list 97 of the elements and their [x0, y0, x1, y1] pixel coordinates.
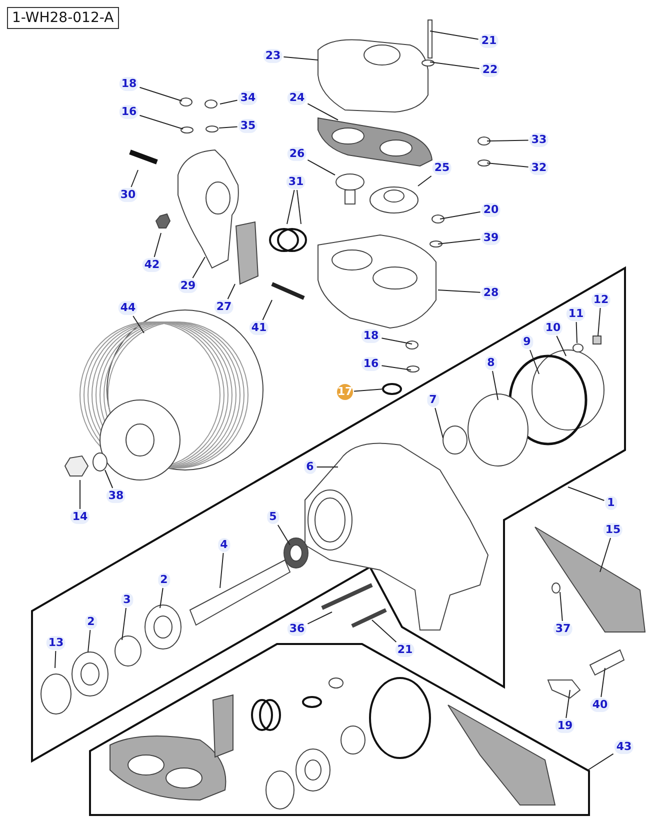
leader-line: [418, 176, 432, 186]
leader-line: [218, 126, 238, 128]
leader-line: [277, 524, 290, 546]
leader-line: [139, 114, 184, 130]
leader-line: [130, 170, 138, 188]
callout-number: 11: [566, 307, 586, 321]
leader-line: [154, 232, 162, 258]
leader-line: [598, 308, 601, 336]
callout-number: 24: [287, 91, 307, 105]
callout-number: 38: [106, 489, 126, 503]
leader-line: [434, 408, 444, 438]
leader-line: [139, 86, 182, 102]
drawing-number: 1-WH28-012-A: [7, 7, 119, 29]
callout-number: 23: [263, 49, 283, 63]
leader-line: [430, 62, 480, 70]
leader-line: [600, 668, 606, 698]
callout-number: 25: [432, 161, 452, 175]
callout-number: 21: [395, 643, 415, 657]
callout-number: 39: [481, 231, 501, 245]
callout-number: 32: [529, 161, 549, 175]
callout-number: 43: [614, 740, 634, 754]
callout-number: 40: [590, 698, 610, 712]
callout-number: 41: [249, 321, 269, 335]
callout-number: 29: [178, 279, 198, 293]
callout-number: 22: [480, 63, 500, 77]
leader-line: [381, 338, 412, 344]
callout-number: 42: [142, 258, 162, 272]
callout-number: 7: [427, 393, 439, 407]
leader-line: [440, 211, 481, 220]
callout-number: 3: [121, 593, 133, 607]
callout-number: 28: [481, 286, 501, 300]
callout-number: 14: [70, 510, 90, 524]
leader-line: [430, 30, 479, 40]
callout-number: 19: [555, 719, 575, 733]
callout-number: 16: [119, 105, 139, 119]
callout-number: 34: [238, 91, 258, 105]
leader-line: [307, 103, 338, 120]
callout-number: 36: [287, 622, 307, 636]
leader-line: [88, 630, 91, 652]
leader-line: [372, 620, 397, 642]
callout-number: 21: [479, 34, 499, 48]
leader-line: [486, 162, 529, 168]
leader-line: [492, 370, 498, 400]
leader-line: [438, 238, 481, 244]
callout-number: 26: [287, 147, 307, 161]
callout-number: 6: [304, 460, 316, 474]
leader-line: [132, 316, 144, 334]
callout-number: 8: [485, 356, 497, 370]
leader-line: [307, 612, 332, 624]
leader-line: [568, 486, 605, 501]
callout-number: 33: [529, 133, 549, 147]
leader-line: [354, 388, 384, 392]
callout-number: 31: [286, 175, 306, 189]
callout-number: 2: [85, 615, 97, 629]
leader-line: [54, 650, 56, 668]
leader-line: [530, 350, 540, 374]
leader-line: [262, 300, 272, 320]
callout-number: 12: [591, 293, 611, 307]
callout-number: 16: [361, 357, 381, 371]
leader-line: [486, 140, 529, 142]
leader-line: [286, 190, 295, 224]
leader-line: [192, 256, 206, 278]
leader-line: [160, 588, 164, 608]
callout-number: 13: [46, 636, 66, 650]
leader-line: [560, 592, 563, 622]
callout-number: 10: [543, 321, 563, 335]
callout-number: 5: [267, 510, 279, 524]
callout-number: 2: [158, 573, 170, 587]
leader-line: [600, 538, 611, 572]
callout-number: 44: [118, 301, 138, 315]
callout-number: 4: [218, 538, 230, 552]
callout-number: 17: [337, 384, 353, 400]
callout-number: 20: [481, 203, 501, 217]
leader-line: [566, 690, 570, 718]
leader-line: [227, 284, 236, 300]
leader-line: [556, 336, 566, 356]
leader-line: [381, 365, 412, 370]
leader-line: [220, 100, 238, 104]
leader-line: [296, 190, 302, 224]
callout-number: 18: [361, 329, 381, 343]
callout-number: 1: [605, 496, 617, 510]
callout-number: 15: [603, 523, 623, 537]
leader-line: [122, 608, 126, 640]
callout-number: 18: [119, 77, 139, 91]
leader-line: [588, 753, 614, 770]
leader-line: [283, 56, 318, 60]
leader-line: [307, 159, 336, 176]
leader-line: [316, 466, 338, 468]
leader-line: [576, 322, 578, 344]
callout-number: 37: [553, 622, 573, 636]
callout-number: 35: [238, 119, 258, 133]
leader-line: [220, 552, 224, 588]
callout-number: 30: [118, 188, 138, 202]
leader-line: [438, 290, 481, 293]
callout-number: 27: [214, 300, 234, 314]
leader-line: [104, 470, 114, 488]
callout-number: 9: [521, 335, 533, 349]
